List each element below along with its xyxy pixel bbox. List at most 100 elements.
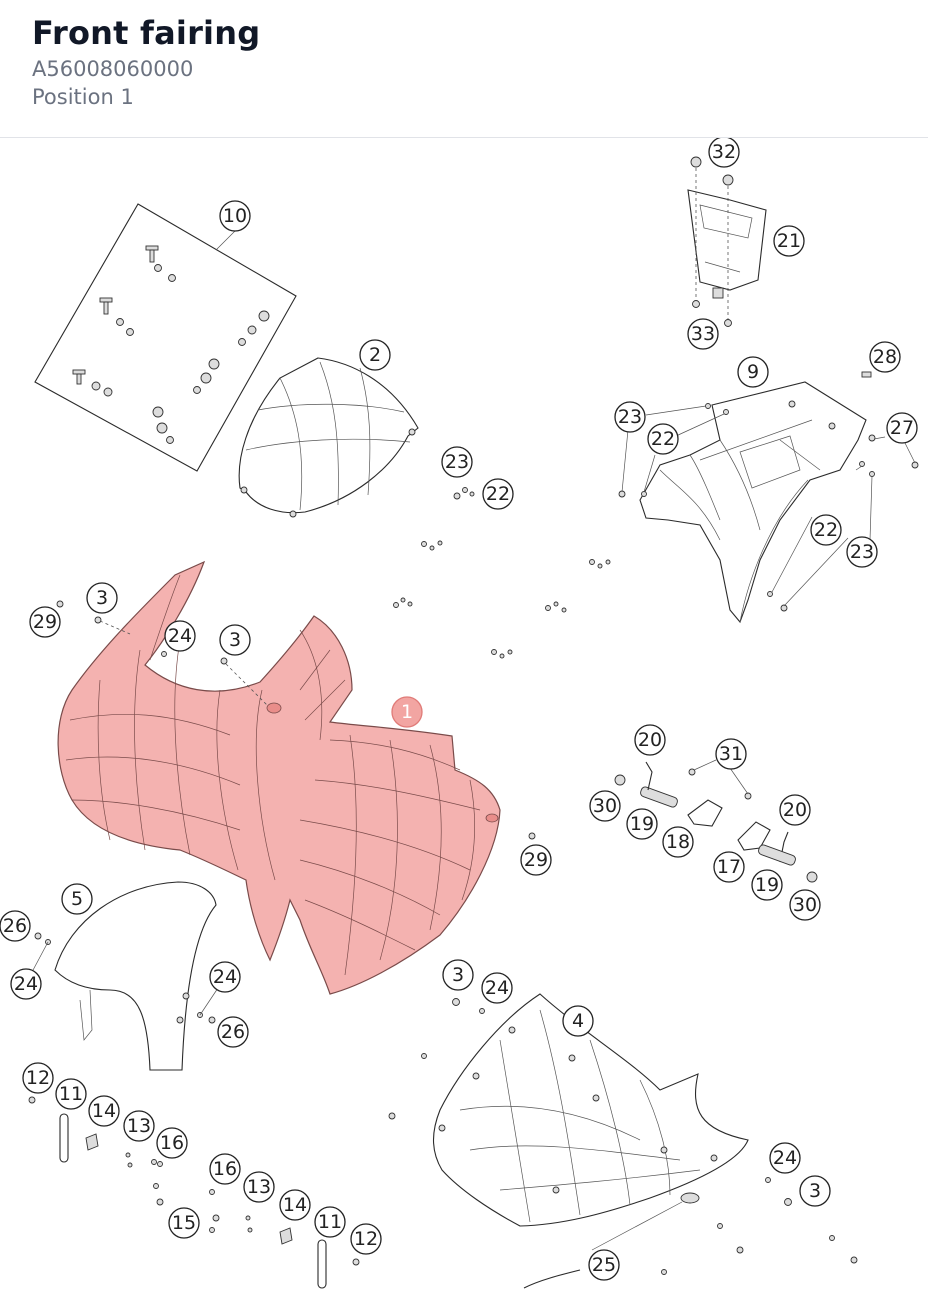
svg-text:24: 24 bbox=[773, 1147, 797, 1169]
callout-12[interactable]: 12 bbox=[22, 1062, 54, 1094]
svg-text:10: 10 bbox=[223, 205, 247, 227]
svg-text:22: 22 bbox=[486, 483, 510, 505]
svg-text:23: 23 bbox=[850, 541, 874, 563]
callout-1-selected[interactable]: 1 bbox=[391, 696, 423, 728]
callout-12[interactable]: 12 bbox=[350, 1223, 382, 1255]
part-33-nuts[interactable] bbox=[692, 300, 732, 327]
svg-text:24: 24 bbox=[14, 973, 38, 995]
callout-24[interactable]: 24 bbox=[164, 620, 196, 652]
svg-text:5: 5 bbox=[71, 888, 83, 910]
part-10-hardware-kit[interactable] bbox=[34, 203, 297, 472]
callout-24[interactable]: 24 bbox=[769, 1142, 801, 1174]
part-5-front-mudguard[interactable] bbox=[54, 881, 217, 1071]
svg-text:14: 14 bbox=[92, 1100, 116, 1122]
svg-text:3: 3 bbox=[229, 629, 241, 651]
svg-text:9: 9 bbox=[747, 361, 759, 383]
callout-24[interactable]: 24 bbox=[481, 972, 513, 1004]
part-number: A56008060000 bbox=[32, 57, 194, 81]
svg-text:32: 32 bbox=[712, 141, 736, 163]
callout-23[interactable]: 23 bbox=[846, 536, 878, 568]
callout-5[interactable]: 5 bbox=[61, 883, 93, 915]
position-label: Position 1 bbox=[32, 85, 134, 109]
callout-17[interactable]: 17 bbox=[713, 851, 745, 883]
lower-left-hardware[interactable] bbox=[28, 1096, 360, 1289]
svg-text:16: 16 bbox=[160, 1132, 184, 1154]
part-9-hardware[interactable] bbox=[618, 371, 919, 612]
svg-text:3: 3 bbox=[96, 587, 108, 609]
svg-text:29: 29 bbox=[524, 849, 548, 871]
part-21-bracket[interactable] bbox=[687, 189, 767, 299]
callout-18[interactable]: 18 bbox=[662, 826, 694, 858]
callout-23[interactable]: 23 bbox=[614, 401, 646, 433]
callout-11[interactable]: 11 bbox=[55, 1078, 87, 1110]
svg-text:23: 23 bbox=[618, 406, 642, 428]
callout-13[interactable]: 13 bbox=[123, 1110, 155, 1142]
callout-29[interactable]: 29 bbox=[29, 606, 61, 638]
callouts: 32 21 33 10 2 28 9 27 23 22 23 22 22 23 … bbox=[0, 136, 918, 1281]
loose-fasteners[interactable] bbox=[393, 487, 611, 659]
callout-10[interactable]: 10 bbox=[219, 200, 251, 232]
callout-31[interactable]: 31 bbox=[715, 738, 747, 770]
svg-text:28: 28 bbox=[873, 346, 897, 368]
callout-33[interactable]: 33 bbox=[687, 318, 719, 350]
svg-text:20: 20 bbox=[783, 799, 807, 821]
part-1-fasteners[interactable] bbox=[56, 600, 536, 840]
callout-11[interactable]: 11 bbox=[314, 1206, 346, 1238]
callout-14[interactable]: 14 bbox=[279, 1189, 311, 1221]
svg-text:13: 13 bbox=[247, 1176, 271, 1198]
svg-text:31: 31 bbox=[719, 743, 743, 765]
callout-20[interactable]: 20 bbox=[779, 794, 811, 826]
callout-15[interactable]: 15 bbox=[168, 1207, 200, 1239]
callout-22[interactable]: 22 bbox=[810, 514, 842, 546]
callout-19[interactable]: 19 bbox=[751, 869, 783, 901]
page-title: Front fairing bbox=[32, 14, 261, 52]
callout-26[interactable]: 26 bbox=[217, 1016, 249, 1048]
svg-text:3: 3 bbox=[809, 1180, 821, 1202]
callout-24[interactable]: 24 bbox=[209, 961, 241, 993]
callout-22[interactable]: 22 bbox=[647, 423, 679, 455]
callout-25[interactable]: 25 bbox=[588, 1249, 620, 1281]
callout-24[interactable]: 24 bbox=[10, 968, 42, 1000]
part-2-windscreen[interactable] bbox=[238, 357, 419, 518]
svg-text:29: 29 bbox=[33, 611, 57, 633]
callout-30[interactable]: 30 bbox=[789, 889, 821, 921]
svg-text:26: 26 bbox=[221, 1021, 245, 1043]
part-32-screws[interactable] bbox=[690, 156, 734, 186]
callout-13[interactable]: 13 bbox=[243, 1171, 275, 1203]
callout-9[interactable]: 9 bbox=[737, 356, 769, 388]
callout-4[interactable]: 4 bbox=[562, 1005, 594, 1037]
part-4-belly-pan[interactable] bbox=[433, 993, 749, 1227]
callout-2[interactable]: 2 bbox=[359, 339, 391, 371]
callout-27[interactable]: 27 bbox=[886, 412, 918, 444]
svg-text:11: 11 bbox=[59, 1083, 83, 1105]
svg-text:24: 24 bbox=[168, 625, 192, 647]
part-4-fasteners[interactable] bbox=[388, 998, 858, 1275]
svg-text:19: 19 bbox=[755, 874, 779, 896]
callout-20[interactable]: 20 bbox=[634, 724, 666, 756]
svg-text:13: 13 bbox=[127, 1115, 151, 1137]
callout-14[interactable]: 14 bbox=[88, 1095, 120, 1127]
mount-hardware-right[interactable] bbox=[737, 792, 818, 883]
callout-28[interactable]: 28 bbox=[869, 341, 901, 373]
exploded-parts-diagram: 32 21 33 10 2 28 9 27 23 22 23 22 22 23 … bbox=[0, 136, 928, 1290]
callout-3[interactable]: 3 bbox=[442, 959, 474, 991]
callout-19[interactable]: 19 bbox=[626, 808, 658, 840]
callout-23[interactable]: 23 bbox=[441, 446, 473, 478]
callout-3[interactable]: 3 bbox=[86, 582, 118, 614]
callout-21[interactable]: 21 bbox=[773, 225, 805, 257]
callout-3[interactable]: 3 bbox=[219, 624, 251, 656]
callout-32[interactable]: 32 bbox=[708, 136, 740, 168]
callout-3[interactable]: 3 bbox=[799, 1175, 831, 1207]
svg-text:25: 25 bbox=[592, 1254, 616, 1276]
callout-30[interactable]: 30 bbox=[589, 790, 621, 822]
mount-hardware-left[interactable] bbox=[614, 761, 723, 827]
svg-text:12: 12 bbox=[354, 1228, 378, 1250]
callout-29[interactable]: 29 bbox=[520, 844, 552, 876]
svg-text:22: 22 bbox=[814, 519, 838, 541]
callout-22[interactable]: 22 bbox=[482, 478, 514, 510]
callout-16[interactable]: 16 bbox=[156, 1127, 188, 1159]
callout-26[interactable]: 26 bbox=[0, 910, 31, 942]
part-9-front-subframe[interactable] bbox=[639, 381, 867, 624]
callout-16[interactable]: 16 bbox=[209, 1153, 241, 1185]
part-1-front-fairing[interactable] bbox=[57, 560, 501, 995]
